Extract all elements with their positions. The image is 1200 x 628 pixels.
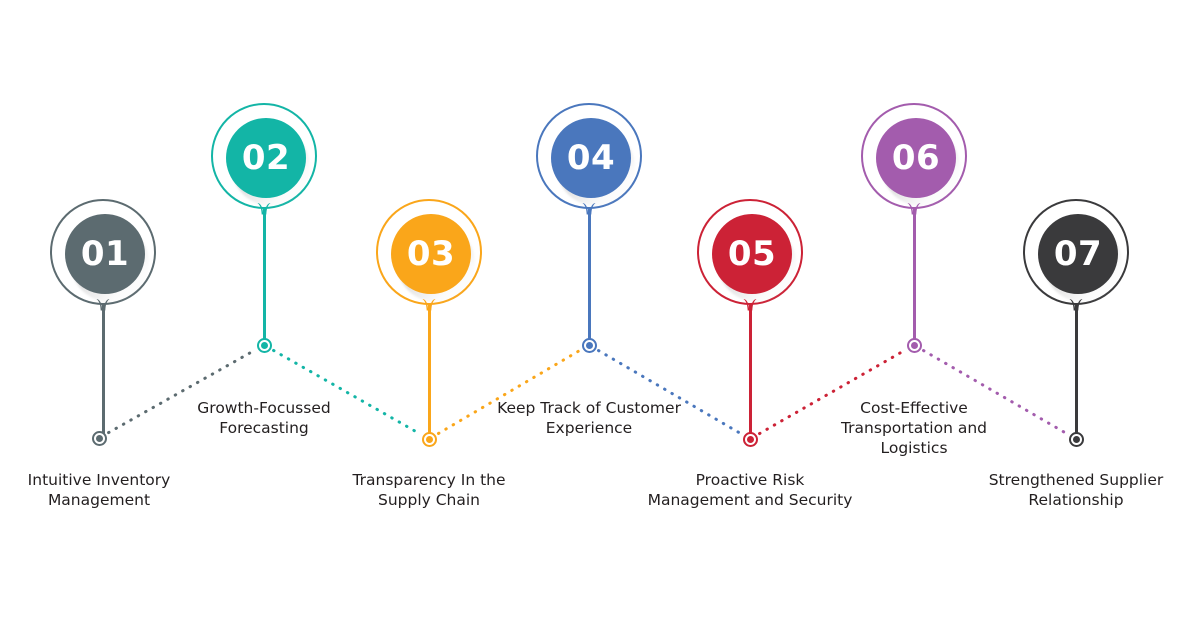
step-caption: Transparency In the Supply Chain xyxy=(352,471,506,509)
marker-tip xyxy=(96,299,110,313)
marker-inner-disc: 02 xyxy=(226,118,306,198)
marker-tip xyxy=(907,203,921,217)
marker-tip xyxy=(422,299,436,313)
step-stem xyxy=(1074,301,1078,439)
step-stem xyxy=(748,301,752,439)
step-number: 04 xyxy=(566,138,616,178)
step-number: 02 xyxy=(241,138,291,178)
marker-inner-disc: 05 xyxy=(712,214,792,294)
node-dot-core xyxy=(260,341,268,349)
marker-inner-disc: 06 xyxy=(876,118,956,198)
step-stem xyxy=(427,301,431,439)
step-caption: Intuitive Inventory Management xyxy=(27,471,171,509)
step-number: 06 xyxy=(891,138,941,178)
node-dot-core xyxy=(425,435,433,443)
step-node-dot[interactable] xyxy=(91,430,107,446)
step-number: 03 xyxy=(406,234,456,274)
step-marker[interactable]: 01 xyxy=(50,199,156,305)
step-node-dot[interactable] xyxy=(1068,431,1084,447)
step-stem xyxy=(262,205,266,345)
step-marker[interactable]: 05 xyxy=(697,199,803,305)
step-marker[interactable]: 07 xyxy=(1023,199,1129,305)
marker-tip xyxy=(1069,299,1083,313)
step-node-dot[interactable] xyxy=(421,431,437,447)
marker-inner-disc: 03 xyxy=(391,214,471,294)
step-stem xyxy=(101,301,105,438)
step-stem xyxy=(587,205,591,345)
step-node-dot[interactable] xyxy=(742,431,758,447)
step-number: 07 xyxy=(1053,234,1103,274)
step-node-dot[interactable] xyxy=(906,337,922,353)
marker-tip xyxy=(257,203,271,217)
step-caption: Strengthened Supplier Relationship xyxy=(988,471,1164,509)
node-dot-core xyxy=(1072,435,1080,443)
step-marker[interactable]: 02 xyxy=(211,103,317,209)
step-node-dot[interactable] xyxy=(256,337,272,353)
node-dot-core xyxy=(910,341,918,349)
step-marker[interactable]: 03 xyxy=(376,199,482,305)
step-caption: Cost-Effective Transportation and Logist… xyxy=(840,399,987,457)
node-dot-core xyxy=(585,341,593,349)
marker-inner-disc: 07 xyxy=(1038,214,1118,294)
marker-tip xyxy=(582,203,596,217)
marker-tip xyxy=(743,299,757,313)
step-number: 01 xyxy=(80,234,130,274)
step-caption: Proactive Risk Management and Security xyxy=(647,471,853,509)
step-marker[interactable]: 06 xyxy=(861,103,967,209)
node-dot-core xyxy=(95,434,103,442)
step-marker[interactable]: 04 xyxy=(536,103,642,209)
step-stem xyxy=(912,205,916,345)
marker-inner-disc: 01 xyxy=(65,214,145,294)
node-dot-core xyxy=(746,435,754,443)
marker-inner-disc: 04 xyxy=(551,118,631,198)
step-node-dot[interactable] xyxy=(581,337,597,353)
step-caption: Keep Track of Customer Experience xyxy=(497,399,681,437)
step-number: 05 xyxy=(727,234,777,274)
step-caption: Growth-Focussed Forecasting xyxy=(197,399,331,437)
